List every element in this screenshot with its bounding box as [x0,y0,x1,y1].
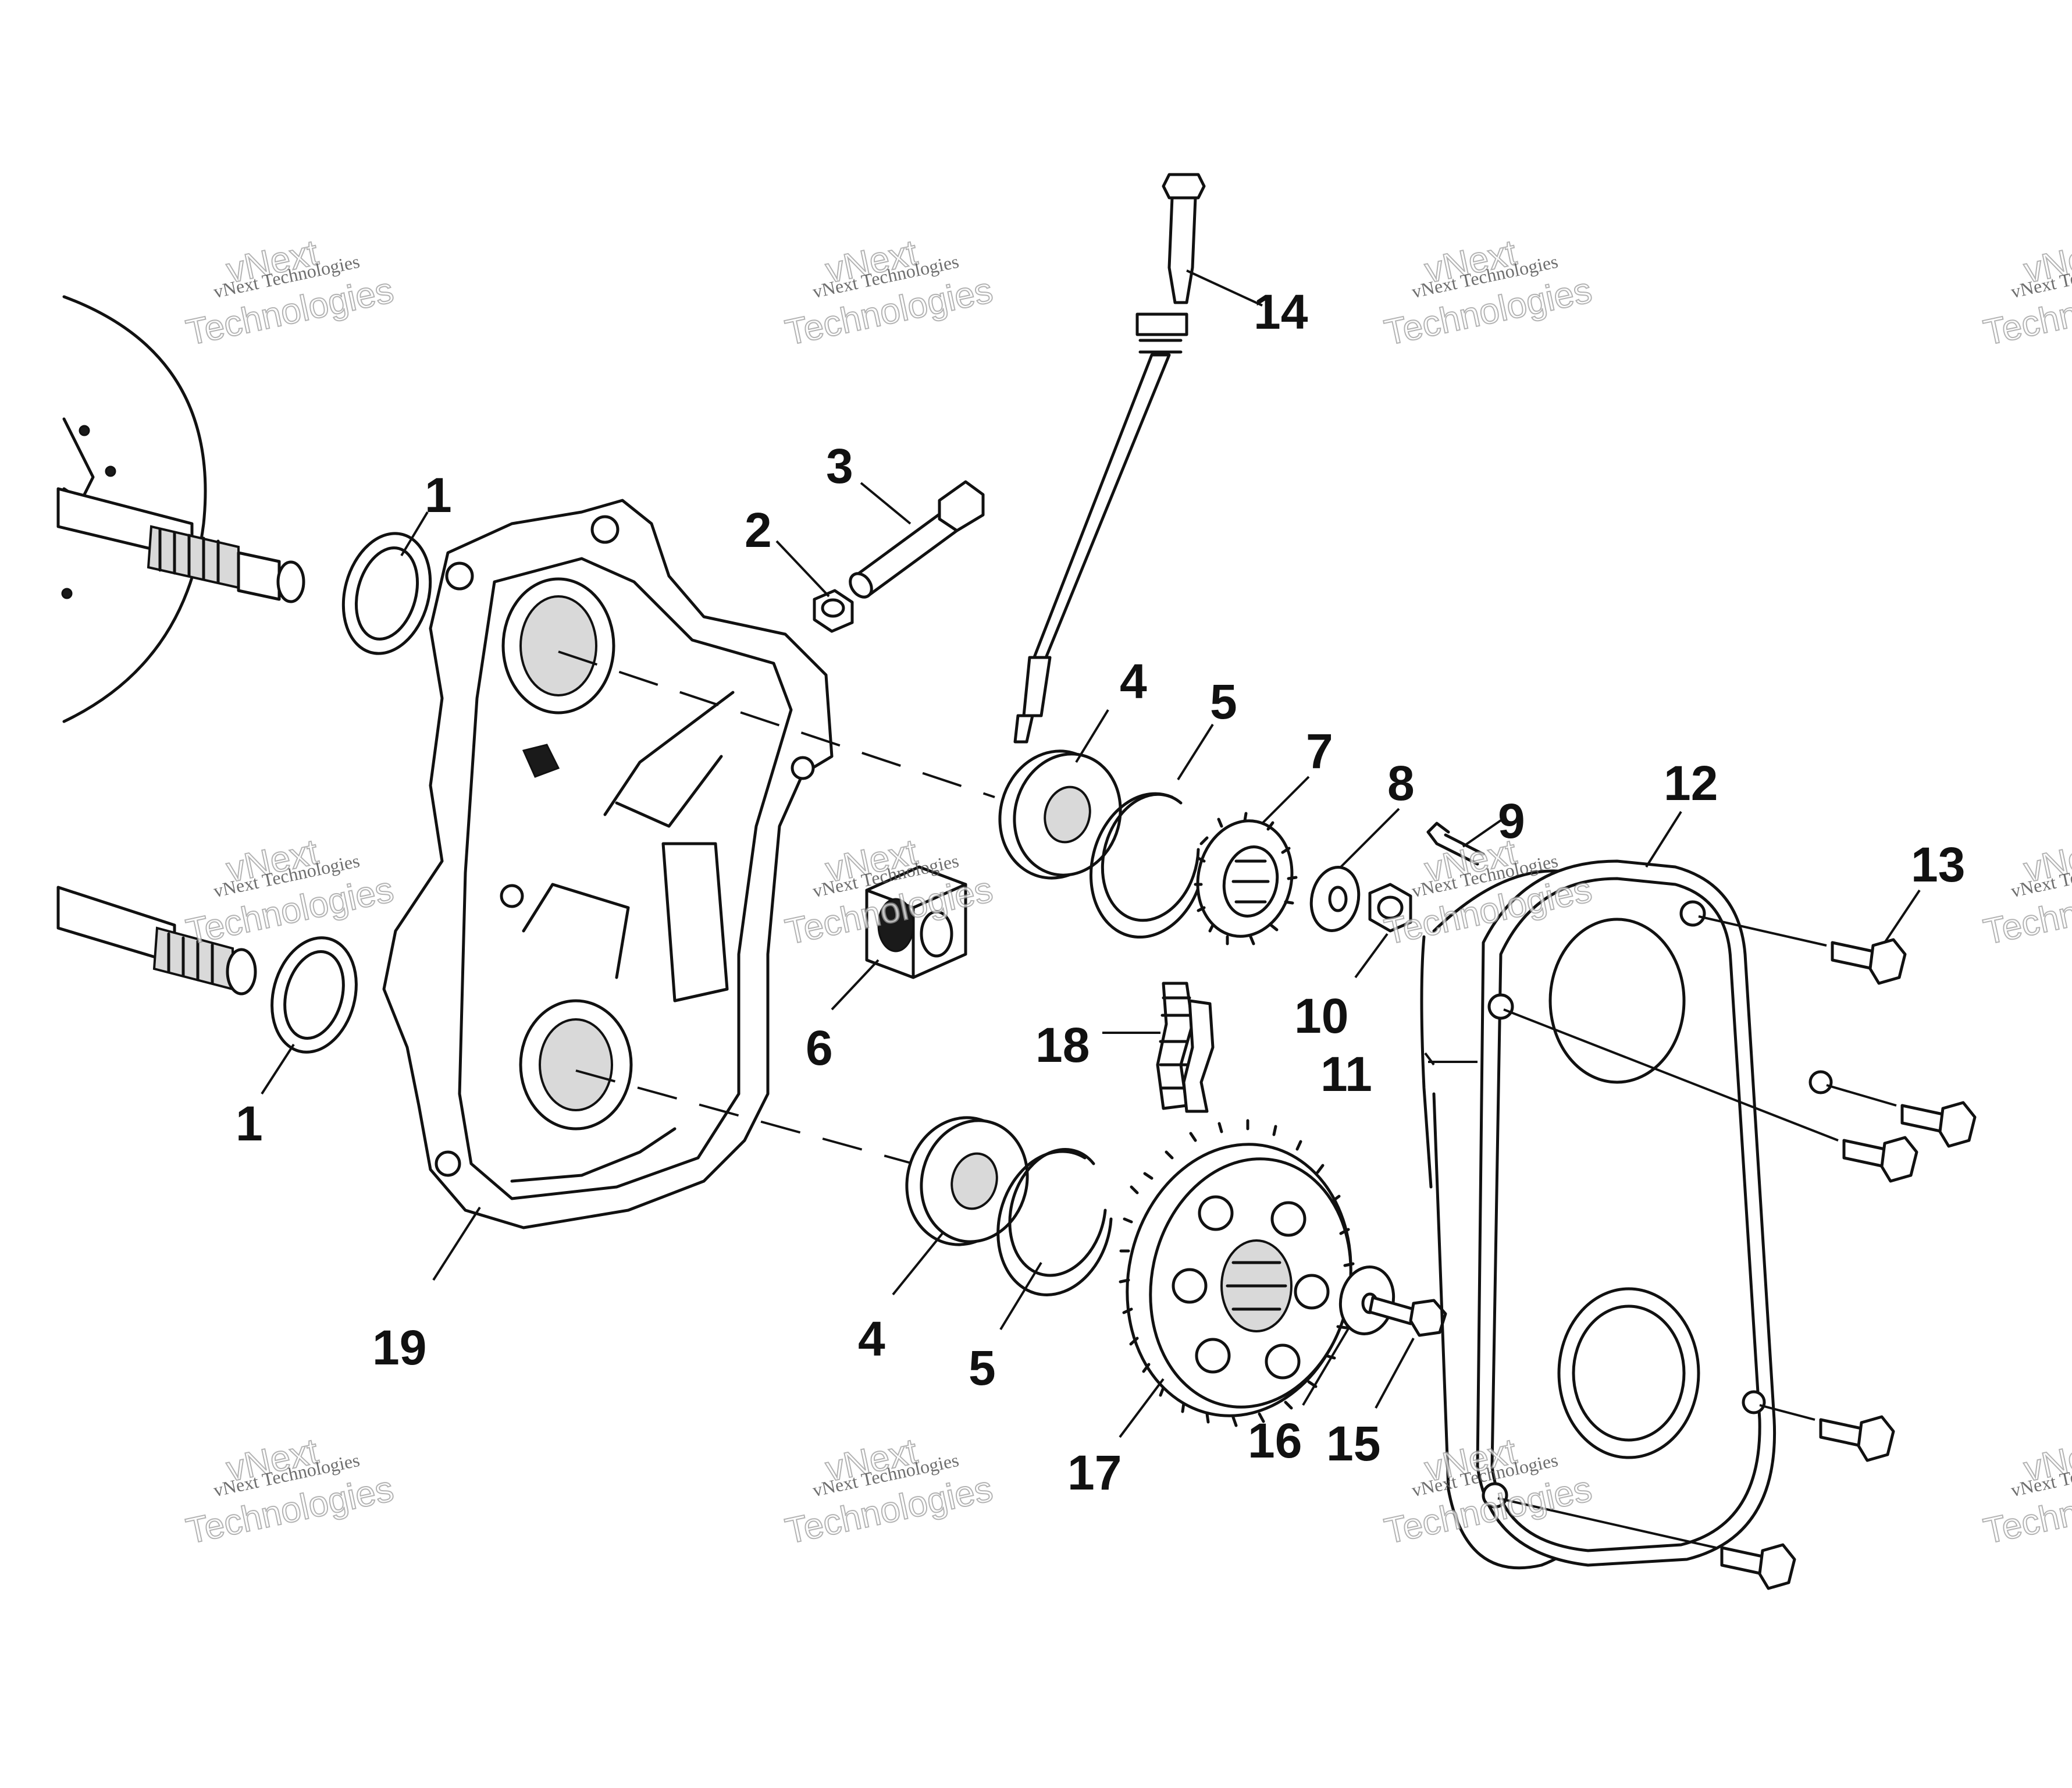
lower-snap-ring [996,1148,1113,1296]
sprocket-bolt [1368,1296,1447,1337]
dipstick [1013,173,1206,744]
tensioner-block [865,865,967,979]
callout-14: 14 [1254,285,1308,339]
cover-bolt [1831,938,1907,985]
callout-15: 15 [1326,1416,1380,1471]
callout-6: 6 [806,1021,833,1075]
callout-19: 19 [372,1320,426,1375]
callout-12: 12 [1664,756,1718,811]
upper-bearing [998,749,1122,880]
watermark: vNext vNext Technologies Technologies [781,232,996,354]
watermark: vNext vNext Technologies Technologies [1380,232,1596,354]
leader-lines [261,269,1921,1438]
watermark: vNext vNext Technologies Technologies [182,232,397,354]
drive-sprocket [1194,812,1298,945]
callout-18: 18 [1035,1018,1090,1072]
bolt-line-1 [1698,915,1827,947]
bolt-line-5 [1497,1497,1717,1549]
callout-7: 7 [1306,724,1333,779]
callout-5-upper: 5 [1210,674,1237,729]
callout-4-upper: 4 [1120,654,1147,709]
lower-bearing [905,1116,1029,1246]
callout-3: 3 [826,439,853,493]
watermark: vNext vNext Technologies Technologies [182,831,397,953]
castle-nut [1368,883,1412,933]
upper-axis-line [558,650,995,798]
callout-8: 8 [1387,756,1415,811]
lower-shaft [56,886,257,996]
callout-10: 10 [1294,989,1348,1043]
callout-16: 16 [1248,1413,1302,1468]
upper-seal [341,532,432,655]
bolt [849,480,985,599]
callout-11: 11 [1320,1047,1372,1101]
callout-2: 2 [745,503,772,557]
callout-5-lower: 5 [969,1341,996,1395]
callout-9: 9 [1498,794,1525,848]
nut [813,589,854,633]
watermark: vNext vNext Technologies Technologies [182,1431,397,1552]
watermarks: vNext vNext Technologies Technologies vN… [182,232,2072,1552]
cover-bolt [1819,1415,1895,1462]
callout-labels: 1 1 2 3 4 4 5 5 6 7 8 9 10 11 12 13 14 1… [236,285,1965,1500]
watermark: vNext vNext Technologies Technologies [1980,232,2072,354]
callout-1-upper: 1 [425,468,452,522]
chaincase-housing [382,499,834,1229]
upper-shaft-with-disc [56,295,305,723]
callout-1-lower: 1 [236,1096,263,1151]
upper-snap-ring [1089,792,1206,939]
callout-4-lower: 4 [858,1311,885,1366]
driven-sprocket [1119,1119,1355,1427]
bolt-line-3 [1503,1008,1839,1142]
chain-segment [1156,982,1215,1113]
callout-13: 13 [1911,837,1965,892]
washer-upper [1309,866,1361,932]
bolt-line-4 [1759,1404,1815,1421]
watermark: vNext vNext Technologies Technologies [781,1431,996,1552]
cover-bolt [1720,1543,1796,1590]
watermark: vNext vNext Technologies Technologies [1980,831,2072,953]
watermark: vNext vNext Technologies Technologies [1980,1431,2072,1552]
chaincase-cover [1476,859,1833,1567]
bolt-line-2 [1826,1084,1897,1107]
callout-17: 17 [1067,1445,1122,1500]
lower-axis-line [575,1069,914,1165]
cover-bolt [1842,1136,1918,1183]
lower-seal [270,936,358,1054]
cover-bolt [1900,1101,1977,1148]
